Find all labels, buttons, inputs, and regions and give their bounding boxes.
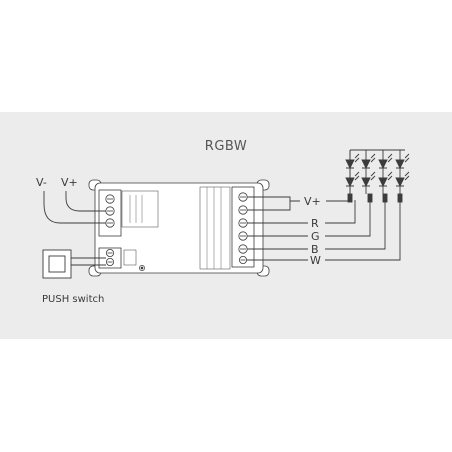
led-diode-icon (361, 177, 371, 188)
led-column-b (378, 150, 393, 203)
terminal-screw-icon (105, 218, 115, 228)
indicator-led-icon (139, 265, 145, 271)
power-positive-label: V+ (61, 176, 78, 189)
terminal-screw-icon (238, 231, 248, 241)
led-diode-icon (345, 177, 355, 188)
diagram-title: RGBW (205, 139, 247, 154)
led-diode-icon (378, 177, 388, 188)
led-diode-icon (361, 159, 371, 170)
terminal-screw-icon (238, 255, 247, 264)
led-diode-icon (378, 159, 388, 170)
led-diode-icon (395, 177, 405, 188)
terminal-screw-icon (238, 205, 248, 215)
output-label-r: R (311, 217, 319, 230)
power-negative-label: V- (36, 176, 47, 189)
switch-wires (71, 257, 106, 266)
led-diode-icon (395, 159, 405, 170)
terminal-screw-icon (105, 194, 115, 204)
led-array (345, 149, 410, 203)
led-diode-icon (345, 159, 355, 170)
output-label-vplus: V+ (304, 195, 321, 208)
terminal-screw-icon (105, 206, 115, 216)
terminal-screw-icon (238, 244, 248, 254)
led-column-g (361, 150, 376, 203)
push-button-icon (48, 255, 66, 273)
terminal-screw-icon (106, 257, 115, 266)
terminal-screw-icon (106, 248, 115, 257)
terminal-screw-icon (238, 192, 248, 202)
push-switch-label: PUSH switch (42, 294, 104, 305)
power-wires (43, 191, 106, 224)
resistor-icon (367, 193, 373, 203)
output-screws (238, 192, 248, 264)
led-column-r (345, 150, 360, 203)
resistor-icon (382, 193, 388, 203)
resistor-icon (347, 193, 353, 203)
output-label-w: W (310, 254, 321, 267)
resistor-icon (397, 193, 403, 203)
led-column-w (395, 150, 410, 203)
terminal-screw-icon (238, 218, 248, 228)
output-label-b: B (311, 243, 319, 256)
output-label-g: G (311, 230, 320, 243)
push-switch[interactable] (42, 249, 72, 279)
controller-device (88, 179, 270, 277)
